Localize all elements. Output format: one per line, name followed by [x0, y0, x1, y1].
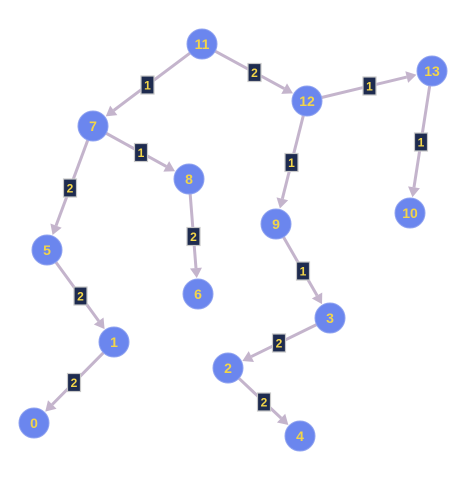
arrow-head-icon: [311, 292, 323, 305]
edge-weight-box: [256, 392, 272, 412]
node-circle: [182, 278, 214, 310]
node-6: 6: [182, 278, 214, 310]
edge-weight-box: [66, 372, 82, 393]
edge-weight: 1: [284, 152, 299, 173]
node-circle: [98, 326, 130, 358]
edges-layer: [45, 49, 432, 426]
node-3: 3: [314, 302, 346, 334]
node-circle: [31, 234, 63, 266]
node-label: 12: [299, 93, 315, 109]
node-label: 5: [43, 242, 51, 258]
node-label: 13: [424, 63, 440, 79]
arrow-head-icon: [50, 223, 62, 235]
edge-weight-box: [295, 261, 311, 281]
edge-weight-label: 2: [67, 182, 74, 196]
node-8: 8: [173, 163, 205, 195]
edge-weight-box: [140, 75, 155, 95]
node-5: 5: [31, 234, 63, 266]
node-circle: [260, 208, 292, 240]
edge-weight: 2: [66, 372, 82, 393]
node-circle: [314, 302, 346, 334]
node-circle: [291, 85, 323, 117]
edge-weight-box: [247, 62, 262, 83]
edge-weight: 1: [140, 75, 155, 95]
edge-weight-label: 1: [366, 80, 373, 94]
edge-weight-label: 2: [71, 376, 78, 390]
node-10: 10: [394, 197, 426, 229]
node-1: 1: [98, 326, 130, 358]
edge-weight-box: [73, 286, 88, 306]
edge-weight: 1: [362, 76, 377, 96]
node-circle: [77, 110, 109, 142]
edge-weight: 1: [295, 261, 311, 281]
edge-weight: 2: [186, 226, 201, 247]
arrow-head-icon: [163, 161, 175, 172]
edge-weight: 2: [73, 286, 88, 306]
edge-weight-label: 1: [300, 265, 307, 279]
edge-weight-label: 2: [77, 290, 84, 304]
node-label: 9: [272, 216, 280, 232]
node-circle: [416, 55, 448, 87]
arrow-head-icon: [276, 413, 289, 426]
edge-weight-box: [133, 142, 149, 163]
edge-weight-box: [284, 152, 299, 173]
edge-weight-label: 1: [138, 146, 145, 160]
edge-weight: 1: [413, 132, 429, 152]
edge-weight-label: 2: [251, 66, 258, 80]
node-label: 10: [402, 205, 418, 221]
node-circle: [394, 197, 426, 229]
edge-weight-label: 2: [276, 337, 283, 351]
node-label: 11: [195, 36, 210, 52]
edge-weight: 2: [62, 178, 78, 198]
edge-weight-box: [186, 226, 201, 247]
arrow-head-icon: [105, 105, 118, 117]
node-0: 0: [18, 407, 50, 439]
node-circle: [173, 163, 205, 195]
arrow-head-icon: [281, 83, 293, 94]
node-label: 6: [194, 286, 202, 302]
node-11: 11: [186, 28, 218, 60]
edge-weight-label: 1: [144, 79, 151, 93]
edge-weight-box: [362, 76, 377, 96]
arrow-head-icon: [45, 400, 57, 412]
edge-weight-label: 2: [190, 230, 197, 244]
node-circle: [284, 420, 316, 452]
edge-weight: 1: [133, 142, 149, 163]
node-13: 13: [416, 55, 448, 87]
node-2: 2: [212, 352, 244, 384]
node-label: 0: [30, 415, 38, 431]
node-9: 9: [260, 208, 292, 240]
node-circle: [18, 407, 50, 439]
edge-weight: 2: [247, 62, 262, 83]
edge-weight-box: [271, 333, 287, 353]
edge-weight-label: 2: [261, 396, 268, 410]
node-7: 7: [77, 110, 109, 142]
node-label: 1: [110, 334, 118, 350]
arrow-head-icon: [405, 71, 417, 83]
node-12: 12: [291, 85, 323, 117]
arrow-head-icon: [276, 197, 289, 209]
node-label: 2: [224, 360, 232, 376]
edge-weight-label: 1: [418, 136, 425, 150]
node-4: 4: [284, 420, 316, 452]
edge-weight-label: 1: [288, 156, 295, 170]
node-label: 7: [89, 118, 97, 134]
edge-weight: 2: [271, 333, 287, 353]
arrow-head-icon: [242, 351, 254, 362]
edge-weight-box: [413, 132, 429, 152]
edge-weight: 2: [256, 392, 272, 412]
arrow-head-icon: [93, 317, 105, 330]
node-label: 8: [185, 171, 193, 187]
node-label: 3: [326, 310, 334, 326]
node-circle: [186, 28, 218, 60]
node-circle: [212, 352, 244, 384]
arrow-head-icon: [189, 267, 202, 279]
arrow-head-icon: [408, 186, 420, 198]
edge-weight-box: [62, 178, 78, 198]
node-label: 4: [296, 428, 304, 444]
